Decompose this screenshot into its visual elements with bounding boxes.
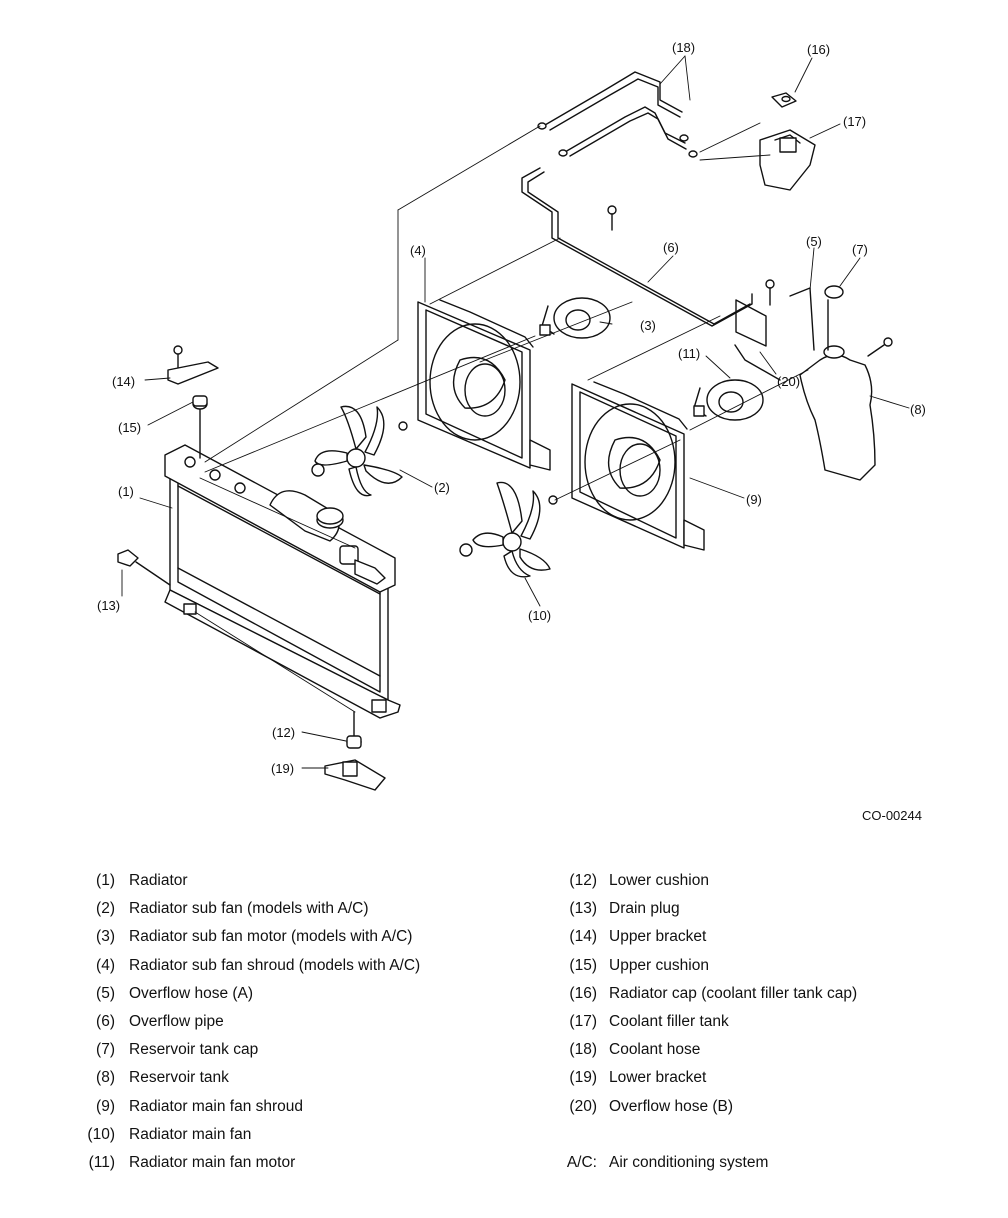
sub-fan-drawing <box>311 405 403 497</box>
legend-item-number: (15) <box>569 956 597 974</box>
legend-item-number: (16) <box>569 984 597 1002</box>
legend-item-number: (6) <box>96 1013 115 1030</box>
lower-bracket-drawing <box>324 711 386 791</box>
legend-item-label: Overflow hose (A) <box>129 984 254 1002</box>
legend-item-number: A/C: <box>566 1154 597 1171</box>
legend-item-label: Reservoir tank <box>129 1069 229 1087</box>
legend-item-number: (7) <box>96 1041 115 1059</box>
legend-item-label: Radiator sub fan (models with A/C) <box>129 900 369 918</box>
callout-20: (20) <box>777 374 800 389</box>
bolt-drawings <box>398 421 558 505</box>
main-fan-drawing <box>459 481 551 578</box>
legend-item-number: (9) <box>96 1097 115 1115</box>
legend-item-label: Drain plug <box>609 900 680 918</box>
legend-item-number: (17) <box>569 1013 597 1030</box>
legend-item-label: Reservoir tank cap <box>129 1041 259 1059</box>
legend-item-label: Radiator main fan <box>129 1125 252 1143</box>
callout-labels: (1) (2) (3) (4) (5) (6) (7) (8) (9) (10)… <box>97 40 926 776</box>
legend-item-number: (5) <box>96 984 115 1002</box>
callout-15: (15) <box>118 420 141 435</box>
legend-item-label: Radiator <box>129 872 188 889</box>
sub-fan-motor-drawing <box>539 297 611 339</box>
legend-item-label: Coolant hose <box>609 1041 701 1059</box>
callout-9: (9) <box>746 492 762 507</box>
callout-1: (1) <box>118 484 134 499</box>
callout-16: (16) <box>807 42 830 57</box>
legend-item-number: (4) <box>96 956 115 974</box>
drain-plug-drawing <box>117 549 171 586</box>
callout-19: (19) <box>271 761 294 776</box>
radiator-drawing <box>164 444 401 719</box>
overflow-pipe-drawing <box>521 167 815 381</box>
legend-item-label: Coolant filler tank <box>609 1013 729 1030</box>
legend-item-number: (14) <box>569 928 597 946</box>
legend-item-number: (20) <box>569 1097 597 1115</box>
callout-7: (7) <box>852 242 868 257</box>
legend-item-number: (3) <box>96 928 115 946</box>
callout-14: (14) <box>112 374 135 389</box>
legend-item-label: Radiator sub fan motor (models with A/C) <box>129 928 413 946</box>
legend-item-number: (19) <box>569 1069 597 1087</box>
legend-item-number: (11) <box>88 1154 115 1171</box>
legend-item-label: Upper cushion <box>609 956 709 974</box>
legend-item-label: Air conditioning system <box>609 1154 769 1171</box>
legend-item-label: Overflow pipe <box>129 1013 224 1030</box>
main-fan-motor-drawing <box>693 379 764 421</box>
legend-item-label: Overflow hose (B) <box>609 1097 734 1115</box>
legend-item-number: (8) <box>96 1069 115 1087</box>
callout-4: (4) <box>410 243 426 258</box>
legend-item-number: (2) <box>96 900 115 918</box>
callout-5: (5) <box>806 234 822 249</box>
callout-10: (10) <box>528 608 551 623</box>
sub-fan-shroud-drawing <box>417 299 551 471</box>
legend-item-number: (10) <box>87 1125 115 1143</box>
reservoir-tank-drawing <box>799 285 893 481</box>
coolant-hose-drawing <box>537 71 698 158</box>
callout-12: (12) <box>272 725 295 740</box>
callout-13: (13) <box>97 598 120 613</box>
legend-item-number: (12) <box>569 872 597 889</box>
legend-item-label: Radiator main fan motor <box>129 1154 296 1171</box>
legend-item-label: Lower cushion <box>609 872 709 889</box>
exploded-parts-diagram: (1) (2) (3) (4) (5) (6) (7) (8) (9) (10)… <box>97 40 926 791</box>
callout-2: (2) <box>434 480 450 495</box>
upper-bracket-drawing <box>167 345 219 459</box>
legend-item-number: (18) <box>569 1041 597 1059</box>
legend-item-label: Radiator main fan shroud <box>129 1097 304 1115</box>
callout-11: (11) <box>678 346 700 361</box>
callout-8: (8) <box>910 402 926 417</box>
assembly-leader-lines <box>121 55 910 769</box>
coolant-filler-tank-drawing <box>759 92 816 191</box>
legend-item-number: (1) <box>96 872 115 889</box>
callout-6: (6) <box>663 240 679 255</box>
legend-item-label: Radiator sub fan shroud (models with A/C… <box>129 956 421 974</box>
legend-item-label: Upper bracket <box>609 928 707 946</box>
legend-item-label: Lower bracket <box>609 1069 707 1087</box>
legend-item-number: (13) <box>569 900 597 918</box>
figure-code: CO-00244 <box>862 808 922 823</box>
callout-17: (17) <box>843 114 866 129</box>
main-fan-shroud-drawing <box>571 381 705 551</box>
callout-18: (18) <box>672 40 695 55</box>
legend-item-label: Radiator cap (coolant filler tank cap) <box>609 984 858 1002</box>
callout-3: (3) <box>640 318 656 333</box>
